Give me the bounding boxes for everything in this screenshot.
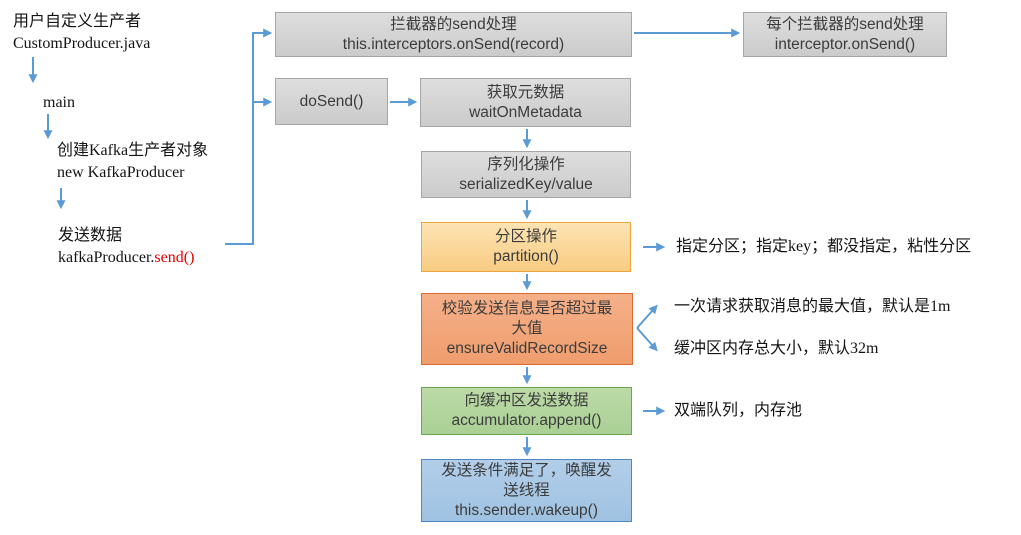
arrow-validate-note-bottom [636, 327, 658, 352]
box-wakeup-title: 发送条件满足了，唤醒发送线程 [441, 461, 612, 499]
connector-send-to-interceptors [225, 28, 273, 245]
annotation-validate-top: 一次请求获取消息的最大值，默认是1m [674, 298, 951, 315]
label-main: main [43, 94, 75, 111]
box-sender-wakeup: 发送条件满足了，唤醒发送线程 this.sender.wakeup() [421, 459, 632, 522]
box-serialize: 序列化操作 serializedKey/value [421, 151, 631, 198]
send-code-prefix: kafkaProducer. [58, 249, 155, 266]
box-wakeup-code: this.sender.wakeup() [454, 501, 599, 519]
arrow-validate-note-top [636, 304, 658, 329]
box-each-interceptor-code: interceptor.onSend() [774, 35, 916, 53]
box-partition-code: partition() [493, 248, 559, 265]
box-accumulator-title: 向缓冲区发送数据 [464, 392, 589, 409]
label-create-producer-code: new KafkaProducer [57, 164, 185, 181]
annotation-accumulator: 双端队列，内存池 [674, 402, 803, 419]
label-custom-producer-file: CustomProducer.java [13, 35, 151, 52]
box-each-interceptor-onsend: 每个拦截器的send处理 interceptor.onSend() [743, 12, 947, 57]
box-ensure-valid-record-size: 校验发送信息是否超过最大值 ensureValidRecordSize [421, 293, 633, 365]
label-custom-producer: 用户自定义生产者 CustomProducer.java [13, 11, 150, 55]
box-dosend: doSend() [275, 78, 388, 125]
box-partition: 分区操作 partition() [421, 222, 631, 272]
box-metadata-code: waitOnMetadata [469, 103, 582, 121]
box-metadata-title: 获取元数据 [486, 83, 565, 101]
box-interceptors-onsend: 拦截器的send处理 this.interceptors.onSend(reco… [275, 12, 632, 57]
label-custom-producer-cn: 用户自定义生产者 [13, 13, 142, 30]
box-each-interceptor-title: 每个拦截器的send处理 [766, 15, 924, 33]
label-send-data-cn: 发送数据 [58, 227, 123, 244]
box-validate-code: ensureValidRecordSize [446, 340, 608, 357]
box-dosend-code: doSend() [299, 92, 364, 110]
box-accumulator-code: accumulator.append() [451, 412, 602, 429]
box-partition-title: 分区操作 [494, 228, 557, 245]
box-serialize-title: 序列化操作 [487, 155, 565, 173]
box-serialize-code: serializedKey/value [459, 175, 593, 193]
label-create-producer: 创建Kafka生产者对象 new KafkaProducer [57, 140, 208, 184]
annotation-validate-bottom: 缓冲区内存总大小，默认32m [674, 340, 879, 357]
box-accumulator-append: 向缓冲区发送数据 accumulator.append() [421, 387, 632, 435]
send-code-red: send() [154, 249, 195, 266]
box-interceptors-onsend-code: this.interceptors.onSend(record) [342, 35, 565, 53]
label-send-data: 发送数据 kafkaProducer.send() [58, 225, 194, 269]
box-wait-on-metadata: 获取元数据 waitOnMetadata [420, 78, 631, 127]
label-create-producer-cn: 创建Kafka生产者对象 [57, 142, 209, 159]
label-send-data-code: kafkaProducer.send() [58, 247, 194, 269]
box-interceptors-onsend-title: 拦截器的send处理 [390, 15, 517, 33]
box-validate-title: 校验发送信息是否超过最大值 [441, 300, 613, 337]
annotation-partition: 指定分区；指定key；都没指定，粘性分区 [676, 238, 972, 255]
